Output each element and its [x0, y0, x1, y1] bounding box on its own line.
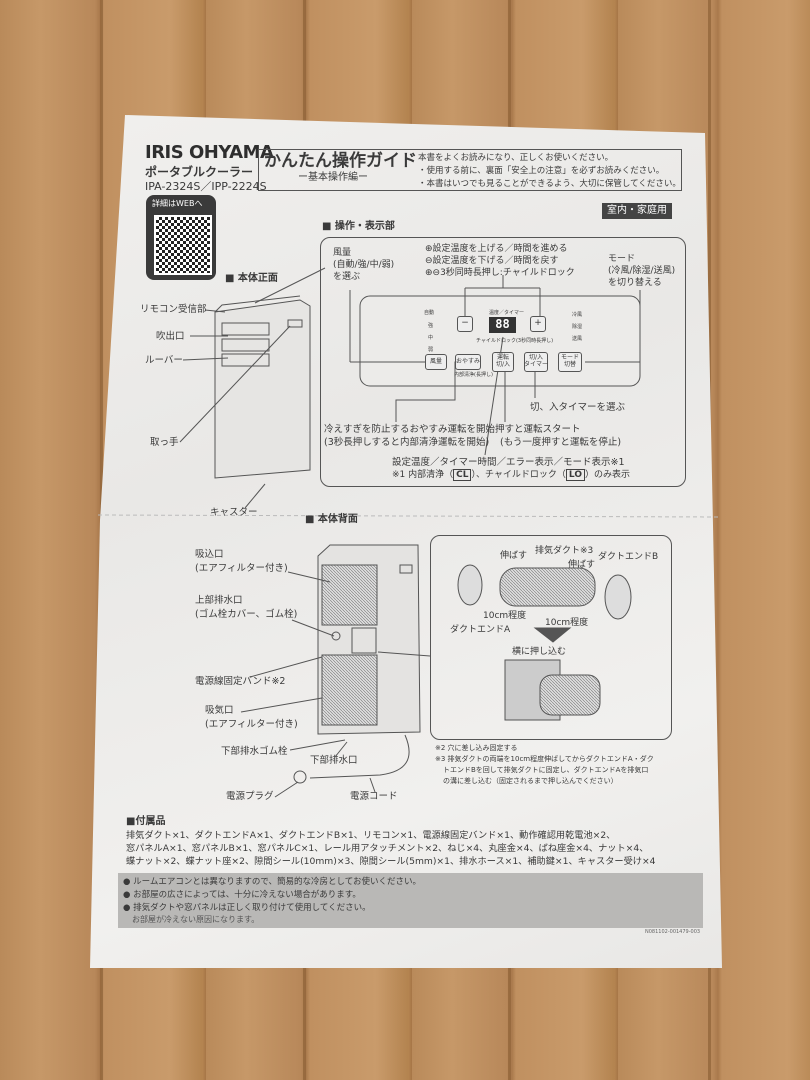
rear-label: 電源プラグ: [226, 791, 274, 802]
front-label: 取っ手: [150, 437, 179, 448]
duct-note: ※2 穴に差し込み固定する: [435, 744, 518, 752]
duct-label: 10cm程度: [483, 611, 527, 621]
duct-label: ダクトエンドB: [598, 552, 659, 562]
header-note: 本書をよくお読みになり、正しくお使いください。: [418, 153, 614, 163]
mode-indicator: 冷風: [572, 312, 583, 318]
front-label: リモコン受信部: [140, 304, 207, 315]
footnote-text: ※1 内部清浄（: [392, 470, 454, 480]
mode-button[interactable]: モード 切替: [558, 352, 582, 372]
rear-label: (ゴム栓カバー、ゴム栓): [195, 609, 298, 620]
timer-desc: 切、入タイマーを選ぶ: [530, 402, 626, 413]
fan-indicator: 中: [428, 335, 434, 341]
duct-note: の溝に差し込む（固定されるまで押し込んでください）: [443, 777, 618, 785]
duct-label: 10cm程度: [545, 618, 589, 628]
section-heading: ■ 操作・表示部: [322, 221, 395, 232]
rear-label: 電源線固定バンド※2: [195, 676, 286, 687]
page-subtitle: ー基本操作編ー: [298, 172, 368, 183]
section-heading: ■ 本体正面: [225, 273, 278, 284]
sleep-desc: 冷えすぎを防止するおやすみ運転を開始: [324, 424, 496, 435]
brand-logo: IRIS OHYAMA: [145, 142, 274, 163]
mode-label: を切り替える: [608, 278, 662, 288]
document-code: N081102-001479-003: [645, 929, 701, 935]
power-button[interactable]: 運転 切/入: [492, 352, 514, 372]
display-footnote: ※1 内部清浄（CL）、チャイルドロック（LO）のみ表示: [392, 469, 630, 481]
duct-label: 伸ばす: [568, 560, 596, 570]
control-panel-diagram: [320, 237, 686, 487]
duct-diagram: [430, 535, 672, 740]
fan-label: を選ぶ: [333, 272, 361, 282]
rear-label: 吸気口: [205, 705, 234, 716]
caution-box: [118, 873, 703, 928]
front-label: キャスター: [210, 507, 258, 518]
duct-label: 伸ばす: [500, 551, 528, 561]
header-note: ・使用する前に、裏面「安全上の注意」を必ずお読みください。: [418, 166, 665, 176]
mode-indicator: 送風: [572, 336, 583, 342]
front-label: ルーバー: [145, 355, 183, 366]
caution-item: ● ルームエアコンとは異なりますので、簡易的な冷房としてお使いください。: [123, 877, 422, 887]
header-note: ・本書はいつでも見ることができるよう、大切に保管してください。: [418, 179, 681, 189]
qr-panel: 詳細はWEBへ: [146, 195, 216, 280]
accessories-heading: ■付属品: [126, 816, 166, 827]
plus-minus-note: ⊕⊖3秒同時長押し:チャイルドロック: [425, 268, 575, 278]
fan-button[interactable]: 風量: [425, 354, 447, 370]
rear-label: 電源コード: [350, 791, 398, 802]
mode-indicator: 除湿: [572, 324, 583, 330]
fan-label: 風量: [333, 248, 352, 258]
qr-label: 詳細はWEBへ: [152, 199, 203, 208]
rear-label: 吸込口: [195, 549, 224, 560]
caution-item: ● お部屋の広さによっては、十分に冷えない場合があります。: [123, 890, 361, 900]
rear-label: (エアフィルター付き): [195, 563, 288, 574]
caution-item: ● 排気ダクトや窓パネルは正しく取り付けて使用してください。: [123, 903, 371, 913]
qr-code-icon[interactable]: [154, 215, 212, 275]
display-desc: 設定温度／タイマー時間／エラー表示／モード表示※1: [392, 457, 625, 468]
code-lo: LO: [565, 469, 585, 481]
timer-button[interactable]: 切/入 タイマー: [524, 352, 548, 372]
rear-label: 上部排水口: [195, 595, 243, 606]
front-label: 吹出口: [156, 331, 185, 342]
mode-label: モード: [608, 254, 636, 264]
fan-indicator: 自動: [424, 310, 435, 316]
duct-note: トエンドBを回して排気ダクトに固定し、ダクトエンドAを排気口: [443, 766, 649, 774]
power-desc: 押すと運転スタート: [495, 424, 581, 435]
section-heading: ■ 本体背面: [305, 514, 358, 525]
duct-label: 排気ダクト※3: [535, 546, 594, 556]
fan-label: (自動/強/中/弱): [333, 260, 395, 270]
led-display: 88: [489, 317, 516, 333]
model-numbers: IPA-2324S／IPP-2224S: [145, 180, 267, 193]
plus-minus-note: ⊖設定温度を下げる／時間を戻す: [425, 256, 559, 266]
sleep-sub-label: 内部清浄(長押し): [454, 372, 493, 378]
duct-note: ※3 排気ダクトの両端を10cm程度伸ばしてからダクトエンドA・ダク: [435, 755, 654, 763]
sleep-desc: (3秒長押しすると内部清浄運転を開始): [324, 437, 490, 448]
usage-badge: 室内・家庭用: [602, 203, 672, 219]
accessories-line: 窓パネルA×1、窓パネルB×1、窓パネルC×1、レール用アタッチメント×2、ねじ…: [126, 843, 649, 854]
accessories-line: 蝶ナット×2、蝶ナット座×2、隙間シール(10mm)×3、隙間シール(5mm)×…: [126, 856, 656, 867]
sleep-button[interactable]: おやすみ: [455, 354, 481, 370]
child-lock-hint: チャイルドロック(3秒同時長押し): [476, 338, 554, 344]
minus-button[interactable]: −: [457, 316, 473, 332]
code-cl: CL: [453, 469, 472, 481]
power-desc: (もう一度押すと運転を停止): [500, 437, 622, 448]
footnote-text: ）、チャイルドロック（: [471, 470, 566, 480]
accessories-line: 排気ダクト×1、ダクトエンドA×1、ダクトエンドB×1、リモコン×1、電源線固定…: [126, 830, 616, 841]
mode-label: (冷風/除湿/送風): [608, 266, 676, 276]
footnote-text: ）のみ表示: [584, 470, 630, 480]
product-name: ポータブルクーラー: [145, 165, 254, 179]
display-label: 温度／タイマー: [489, 310, 525, 316]
duct-label: ダクトエンドA: [450, 625, 511, 635]
title-box: [258, 149, 682, 191]
fan-indicator: 弱: [428, 347, 434, 353]
rear-label: 下部排水口: [310, 755, 358, 766]
rear-label: 下部排水ゴム栓: [221, 746, 288, 757]
page-title: かんたん操作ガイド: [264, 151, 417, 171]
plus-button[interactable]: +: [530, 316, 546, 332]
duct-label: 横に押し込む: [512, 647, 567, 657]
caution-item: お部屋が冷えない原因になります。: [132, 915, 260, 924]
plus-minus-note: ⊕設定温度を上げる／時間を進める: [425, 244, 568, 254]
rear-label: (エアフィルター付き): [205, 719, 298, 730]
fan-indicator: 強: [428, 323, 434, 329]
